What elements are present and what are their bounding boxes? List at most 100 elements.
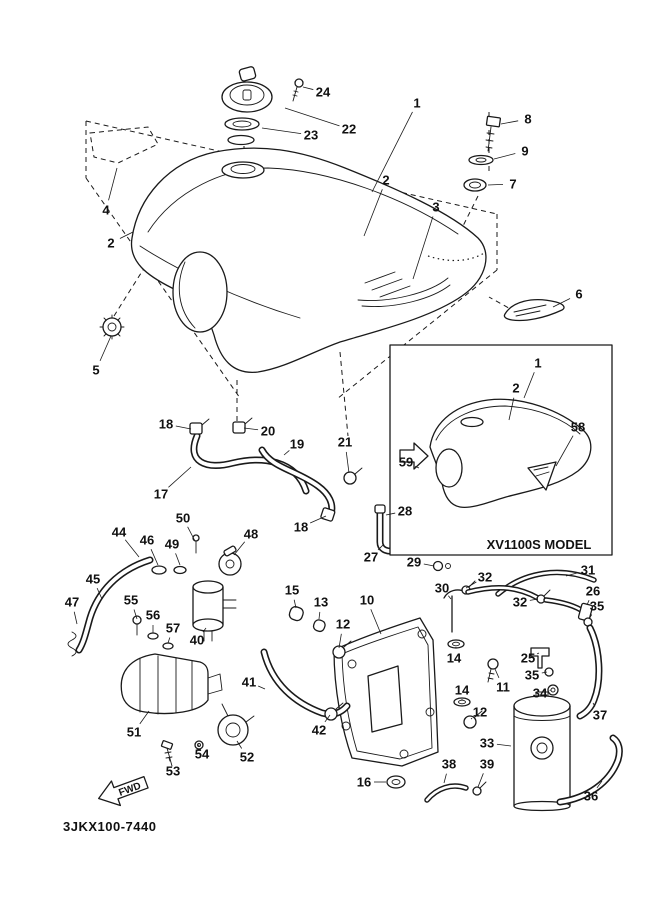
part-callout-22: 22 bbox=[342, 122, 356, 137]
callout-leader-11 bbox=[494, 668, 500, 679]
callout-leader-49 bbox=[175, 553, 181, 566]
part-callout-47: 47 bbox=[65, 595, 79, 610]
part-callout-58: 58 bbox=[571, 420, 585, 435]
callout-leader-39 bbox=[477, 773, 484, 788]
callout-leader-28 bbox=[385, 512, 396, 516]
callout-leader-3 bbox=[412, 216, 434, 280]
callout-leader-32 bbox=[465, 581, 477, 589]
callout-leader-12 bbox=[470, 717, 473, 720]
fuel-tank-drawing bbox=[130, 147, 487, 373]
part-callout-4: 4 bbox=[102, 203, 110, 218]
inset-model-caption: XV1100S MODEL bbox=[487, 537, 592, 552]
bolt-11 bbox=[487, 658, 499, 670]
callout-leader-55 bbox=[133, 609, 138, 620]
part-callout-17: 17 bbox=[154, 487, 168, 502]
bolt-53 bbox=[160, 740, 174, 767]
callout-leader-38 bbox=[443, 773, 447, 784]
tank-emblem-drawing bbox=[503, 299, 565, 322]
part-callout-29: 29 bbox=[407, 555, 421, 570]
drawing-number: 3JKX100-7440 bbox=[63, 819, 156, 834]
callout-leader-23 bbox=[261, 127, 302, 134]
clip-39 bbox=[472, 786, 482, 796]
part-callout-1: 1 bbox=[534, 356, 541, 371]
part-callout-35: 35 bbox=[525, 668, 539, 683]
part-callout-45: 45 bbox=[86, 572, 100, 587]
callout-leader-51 bbox=[139, 710, 150, 725]
callout-leader-13 bbox=[318, 611, 321, 620]
part-callout-18: 18 bbox=[294, 520, 308, 535]
part-callout-53: 53 bbox=[166, 764, 180, 779]
washer-14b bbox=[453, 697, 471, 707]
cover-51 bbox=[120, 653, 223, 715]
part-callout-11: 11 bbox=[496, 680, 510, 695]
part-callout-32: 32 bbox=[513, 595, 527, 610]
callout-leader-2 bbox=[508, 397, 515, 421]
cap-screw-drawing bbox=[292, 78, 304, 102]
callout-leader-52 bbox=[236, 740, 243, 749]
pipe-30 bbox=[443, 589, 467, 633]
part-callout-10: 10 bbox=[360, 593, 374, 608]
part-callout-8: 8 bbox=[524, 112, 531, 127]
petcock-lever-48 bbox=[218, 552, 242, 576]
fuel-valve-body-40 bbox=[192, 580, 237, 642]
part-callout-14: 14 bbox=[447, 651, 462, 666]
part-callout-50: 50 bbox=[176, 511, 190, 526]
callout-leader-50 bbox=[187, 526, 196, 542]
callout-leader-44 bbox=[124, 539, 140, 558]
washer-46 bbox=[151, 565, 167, 575]
callout-leader-40 bbox=[202, 627, 207, 633]
callout-leader-20 bbox=[243, 427, 259, 431]
callout-leader-37 bbox=[592, 702, 596, 707]
callout-leader-2 bbox=[119, 231, 134, 239]
callout-leader-10 bbox=[370, 609, 382, 635]
callout-leader-36 bbox=[596, 780, 603, 789]
part-callout-28: 28 bbox=[398, 504, 412, 519]
callout-leader-19 bbox=[283, 450, 290, 456]
canister-assembly-drawing bbox=[424, 569, 623, 812]
callout-leader-35 bbox=[588, 614, 593, 620]
sleeve-15 bbox=[288, 606, 304, 622]
callout-leader-46 bbox=[150, 548, 159, 566]
callout-leader-18 bbox=[175, 425, 192, 430]
part-callout-42: 42 bbox=[312, 723, 326, 738]
callout-leader-9 bbox=[493, 153, 516, 160]
callout-leader-21 bbox=[345, 451, 350, 474]
part-callout-49: 49 bbox=[165, 537, 179, 552]
part-callout-34: 34 bbox=[533, 686, 548, 701]
inset-panel: XV1100S MODEL bbox=[389, 344, 613, 556]
part-callout-2: 2 bbox=[107, 236, 114, 251]
part-callout-2: 2 bbox=[512, 381, 519, 396]
callout-leader-48 bbox=[233, 541, 246, 556]
washer-56 bbox=[147, 632, 159, 640]
part-callout-12: 12 bbox=[473, 705, 487, 720]
callout-leader-1 bbox=[523, 372, 535, 399]
part-callout-38: 38 bbox=[442, 757, 456, 772]
part-callout-27: 27 bbox=[364, 550, 378, 565]
callout-leader-26 bbox=[586, 600, 590, 606]
hose-spring-47 bbox=[67, 631, 77, 657]
part-callout-7: 7 bbox=[509, 177, 516, 192]
screw-50 bbox=[192, 534, 200, 542]
part-callout-56: 56 bbox=[146, 608, 160, 623]
part-callout-59: 59 bbox=[399, 455, 413, 470]
part-callout-2: 2 bbox=[382, 173, 389, 188]
callout-leader-30 bbox=[448, 595, 452, 600]
part-callout-20: 20 bbox=[261, 424, 275, 439]
washer-57 bbox=[162, 642, 174, 650]
clamp-12b bbox=[463, 715, 477, 729]
callout-leader-4 bbox=[108, 167, 118, 201]
clamp-42 bbox=[324, 707, 338, 721]
part-callout-23: 23 bbox=[304, 128, 318, 143]
sleeve-13 bbox=[312, 619, 326, 633]
callout-leader-6 bbox=[552, 298, 571, 308]
part-callout-36: 36 bbox=[584, 789, 598, 804]
callout-leader-8 bbox=[500, 120, 519, 125]
part-callout-12: 12 bbox=[336, 617, 350, 632]
hose-clamp-21 bbox=[343, 471, 357, 485]
part-callout-13: 13 bbox=[314, 595, 328, 610]
part-callout-40: 40 bbox=[190, 633, 204, 648]
callout-leader-24 bbox=[302, 86, 314, 90]
part-callout-32: 32 bbox=[478, 570, 492, 585]
